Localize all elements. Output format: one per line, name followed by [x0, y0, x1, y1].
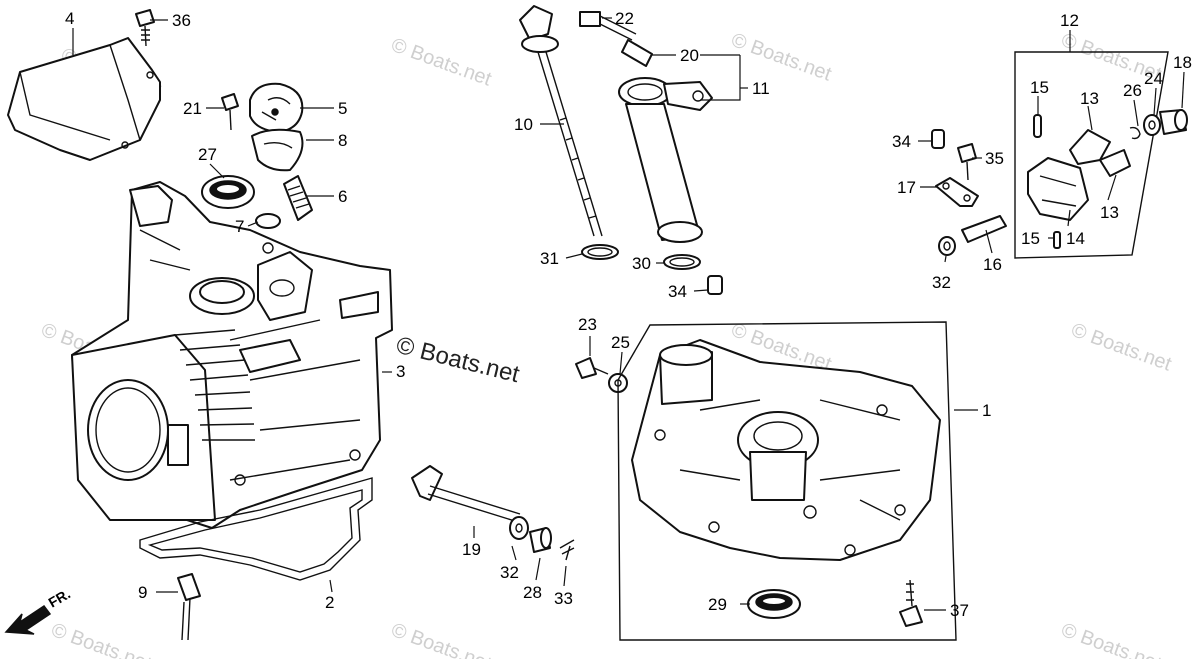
callout-19: 19 — [462, 540, 481, 559]
callout-6: 6 — [338, 187, 347, 206]
callout-21: 21 — [183, 99, 202, 118]
part-11-filler-tube — [618, 77, 713, 243]
part-4-shroud — [7, 37, 161, 161]
watermark-text: © Boats.net — [1068, 319, 1174, 376]
callout-8: 8 — [338, 131, 347, 150]
part-19-governor-shaft — [411, 465, 521, 523]
callout-35: 35 — [985, 149, 1004, 168]
callout-13-upper: 13 — [1080, 89, 1099, 108]
part-16-shaft — [961, 215, 1007, 243]
watermark-center: © Boats.net — [394, 332, 523, 389]
callout-33: 33 — [554, 589, 573, 608]
part-32-washer-upper — [938, 236, 956, 256]
part-23-bolt — [575, 357, 609, 379]
part-5-cover — [249, 82, 304, 133]
callout-15-upper: 15 — [1030, 78, 1049, 97]
callout-1: 1 — [982, 401, 991, 420]
part-7-plug — [255, 213, 281, 229]
callout-28: 28 — [523, 583, 542, 602]
part-34-dowel-pin — [707, 275, 723, 295]
part-10-dipstick — [519, 5, 603, 237]
callout-20: 20 — [680, 46, 699, 65]
callout-22: 22 — [615, 9, 634, 28]
callout-3: 3 — [396, 362, 405, 381]
part-6-filter — [283, 175, 313, 221]
callout-13-lower: 13 — [1100, 203, 1119, 222]
callout-37: 37 — [950, 601, 969, 620]
callout-15-lower: 15 — [1021, 229, 1040, 248]
watermark-text: © Boats.net — [1058, 619, 1164, 659]
part-37-bolt — [899, 579, 923, 627]
callout-5: 5 — [338, 99, 347, 118]
part-29-oil-seal — [747, 589, 801, 619]
callout-26: 26 — [1123, 81, 1142, 100]
part-27-oil-seal — [201, 175, 255, 209]
callout-24: 24 — [1144, 69, 1163, 88]
watermark-text: © Boats.net — [388, 34, 494, 91]
callout-10: 10 — [514, 115, 533, 134]
callout-4: 4 — [65, 9, 74, 28]
callout-31: 31 — [540, 249, 559, 268]
callout-9: 9 — [138, 583, 147, 602]
part-17-plate — [935, 177, 979, 207]
part-28-collar — [529, 527, 552, 553]
part-30-o-ring — [663, 254, 701, 270]
watermark-text: © Boats.net — [48, 619, 154, 659]
leader-lines — [72, 17, 1185, 611]
callout-36: 36 — [172, 11, 191, 30]
part-9-breather-tube — [177, 573, 201, 641]
part-36-bolt — [135, 9, 155, 47]
callout-23: 23 — [578, 315, 597, 334]
part-32-washer — [509, 516, 529, 540]
callout-16: 16 — [983, 255, 1002, 274]
callout-11: 11 — [752, 79, 770, 98]
callout-12: 12 — [1060, 11, 1079, 30]
callout-18: 18 — [1173, 53, 1192, 72]
part-21-bolt — [221, 93, 239, 131]
callout-14: 14 — [1066, 229, 1085, 248]
part-35-bolt — [957, 143, 977, 181]
part-31-o-ring — [581, 244, 619, 260]
part-12-governor-group — [1014, 51, 1188, 259]
callout-34-lower: 34 — [668, 282, 687, 301]
watermark-text: © Boats.net — [388, 619, 494, 659]
callout-32-lower: 32 — [500, 563, 519, 582]
watermark-text: © Boats.net — [728, 29, 834, 86]
part-20-collar — [621, 39, 653, 67]
callout-27: 27 — [198, 145, 217, 164]
callout-7: 7 — [235, 217, 244, 236]
callout-labels: 4 36 21 5 8 27 6 7 3 9 2 10 22 20 11 31 … — [65, 9, 1192, 620]
part-22-bolt — [579, 11, 637, 41]
part-3-cylinder-block — [71, 181, 393, 529]
callout-30: 30 — [632, 254, 651, 273]
callout-2: 2 — [325, 593, 334, 612]
part-33-clip — [559, 539, 575, 561]
callout-32-upper: 32 — [932, 273, 951, 292]
callout-17: 17 — [897, 178, 916, 197]
callout-29: 29 — [708, 595, 727, 614]
part-1-crankcase-cover — [617, 321, 957, 641]
front-label: FR. — [46, 585, 74, 610]
part-2-gasket — [139, 477, 373, 581]
callout-25: 25 — [611, 333, 630, 352]
part-34-dowel-pin-upper — [931, 129, 945, 149]
callout-34-upper: 34 — [892, 132, 911, 151]
part-8-gasket — [251, 128, 304, 172]
